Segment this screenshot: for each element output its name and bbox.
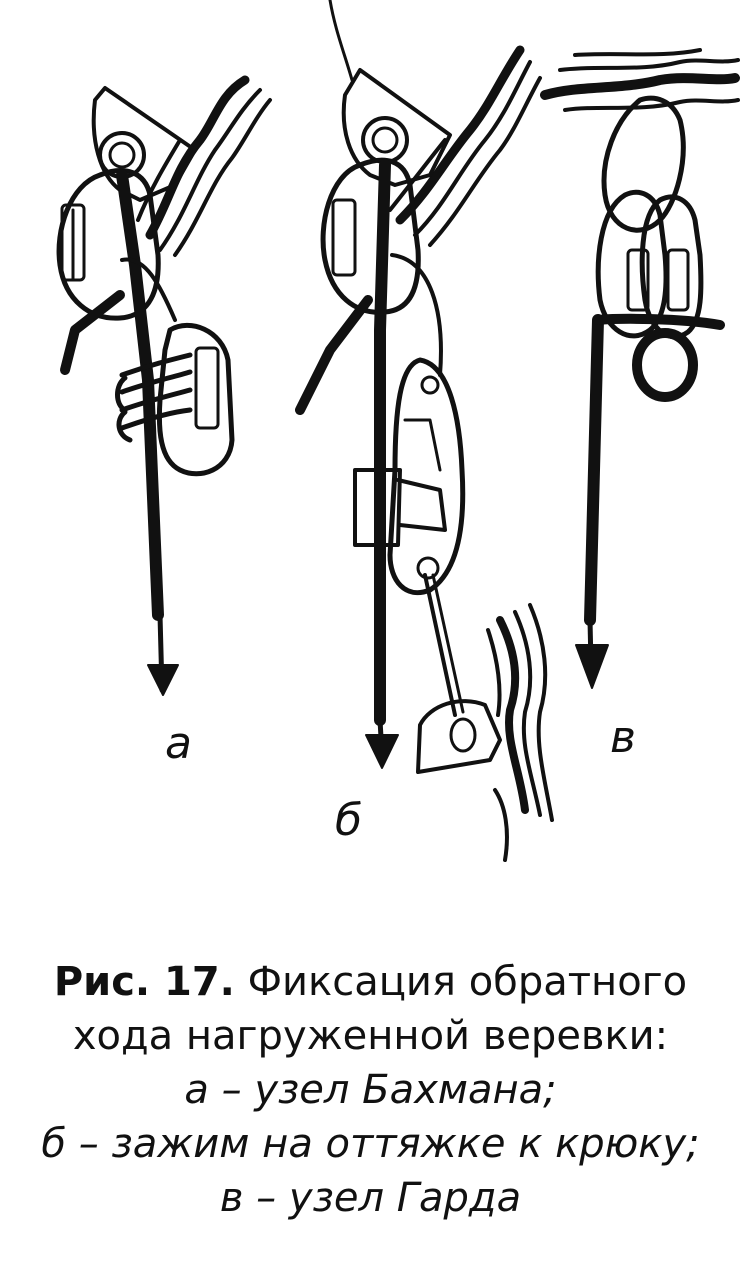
rock-crack-b-lower: [486, 603, 554, 862]
caption-title-part2: хода нагруженной веревки:: [72, 1013, 669, 1059]
caption-line-1: Рис. 17. Фиксация обратного: [0, 955, 741, 1009]
panel-v-garda-knot: [540, 48, 740, 689]
load-arrow-b: [365, 717, 399, 769]
rock-ceiling-v: [540, 48, 740, 112]
figure-number: Рис. 17.: [53, 959, 235, 1005]
rock-crack-b-top: [388, 45, 542, 247]
panel-b-clamp: [295, 0, 554, 862]
caption-item-v: в – узел Гарда: [219, 1175, 522, 1221]
rock-crack-a: [136, 75, 272, 257]
lower-piton-b: [416, 699, 502, 774]
carabiner-v-1: [595, 189, 669, 339]
carabiner-v-2: [639, 194, 704, 340]
rope-a: [116, 169, 164, 621]
panel-label-a: а: [165, 718, 192, 769]
caption-item-b: б – зажим на оттяжке к крюку;: [41, 1121, 700, 1167]
figure-caption: Рис. 17. Фиксация обратного хода нагруже…: [0, 955, 741, 1225]
panel-label-b: б: [335, 795, 363, 846]
rope-fixation-illustration: [56, 0, 740, 862]
load-arrow-v: [575, 617, 609, 689]
sling-v: [601, 95, 686, 233]
small-carabiner-a: [156, 323, 235, 477]
rope-b: [374, 159, 391, 726]
panel-a-bachmann-knot: [56, 75, 272, 696]
rope-v: [584, 314, 604, 626]
caption-item-a: а – узел Бахмана;: [184, 1067, 557, 1113]
caption-title-part1: Фиксация обратного: [234, 959, 688, 1005]
load-arrow-a: [147, 612, 179, 696]
panel-label-v: в: [610, 712, 636, 763]
piton-b: [341, 68, 452, 187]
